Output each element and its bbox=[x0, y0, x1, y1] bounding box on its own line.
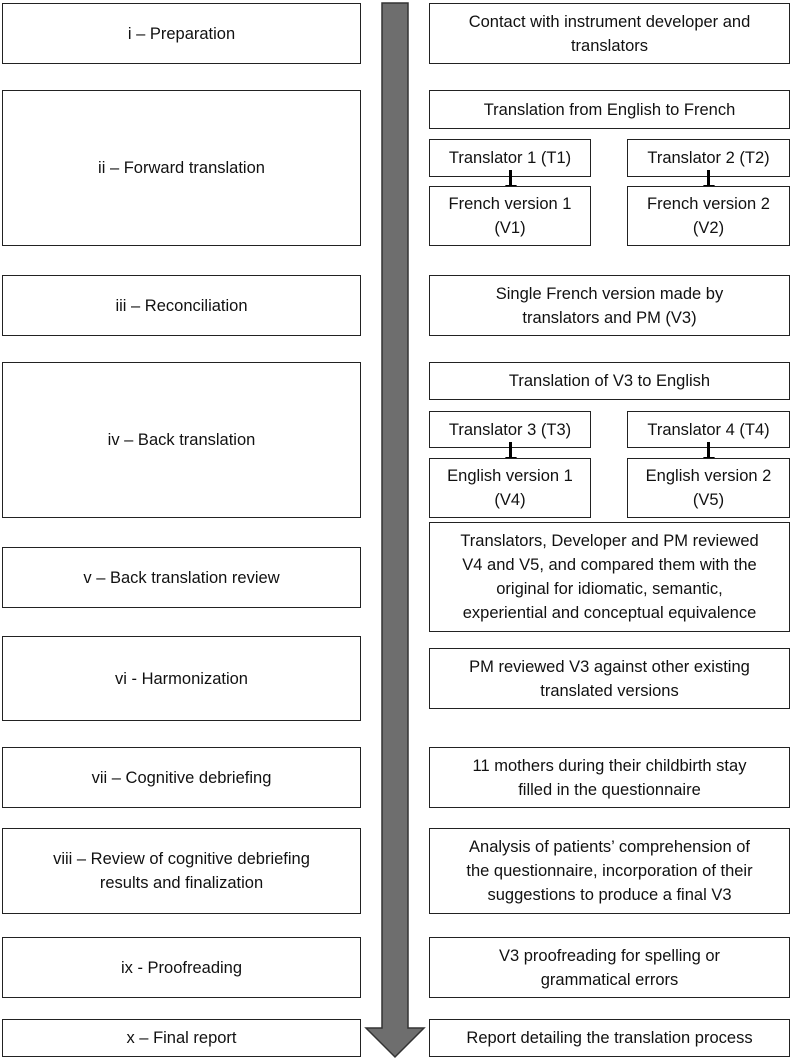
stage-label-proofreading: ix - Proofreading bbox=[2, 937, 361, 998]
back-translation-header: Translation of V3 to English bbox=[429, 362, 790, 400]
stage-label-back-translation-review: v – Back translation review bbox=[2, 547, 361, 608]
translator-1-arrow bbox=[504, 170, 517, 193]
stage-label-final-report: x – Final report bbox=[2, 1019, 361, 1057]
stage-description-back-translation-review: Translators, Developer and PM reviewed V… bbox=[429, 522, 790, 632]
stage-description-preparation: Contact with instrument developer and tr… bbox=[429, 3, 790, 64]
stage-description-reconciliation: Single French version made by translator… bbox=[429, 275, 790, 336]
french-version-2-box: French version 2 (V2) bbox=[627, 186, 790, 246]
english-version-2-box: English version 2 (V5) bbox=[627, 458, 790, 518]
stage-description-final-report: Report detailing the translation process bbox=[429, 1019, 790, 1057]
stage-description-proofreading: V3 proofreading for spelling or grammati… bbox=[429, 937, 790, 998]
stage-label-preparation: i – Preparation bbox=[2, 3, 361, 64]
translator-4-arrow bbox=[702, 442, 715, 465]
stage-description-harmonization: PM reviewed V3 against other existing tr… bbox=[429, 648, 790, 709]
stage-label-harmonization: vi - Harmonization bbox=[2, 636, 361, 721]
translator-3-box: Translator 3 (T3) bbox=[429, 411, 591, 448]
stage-description-review-finalization: Analysis of patients’ comprehension of t… bbox=[429, 828, 790, 914]
translator-2-arrow bbox=[702, 170, 715, 193]
stage-label-back-translation: iv – Back translation bbox=[2, 362, 361, 518]
stage-description-cognitive-debriefing: 11 mothers during their childbirth stay … bbox=[429, 747, 790, 808]
stage-label-forward-translation: ii – Forward translation bbox=[2, 90, 361, 246]
stage-label-reconciliation: iii – Reconciliation bbox=[2, 275, 361, 336]
english-version-1-box: English version 1 (V4) bbox=[429, 458, 591, 518]
french-version-1-box: French version 1 (V1) bbox=[429, 186, 591, 246]
flow-arrow-shape bbox=[364, 2, 426, 1059]
translator-3-arrow bbox=[504, 442, 517, 465]
forward-translation-header: Translation from English to French bbox=[429, 90, 790, 129]
stage-label-review-finalization: viii – Review of cognitive debriefing re… bbox=[2, 828, 361, 914]
translator-4-box: Translator 4 (T4) bbox=[627, 411, 790, 448]
stage-label-cognitive-debriefing: vii – Cognitive debriefing bbox=[2, 747, 361, 808]
